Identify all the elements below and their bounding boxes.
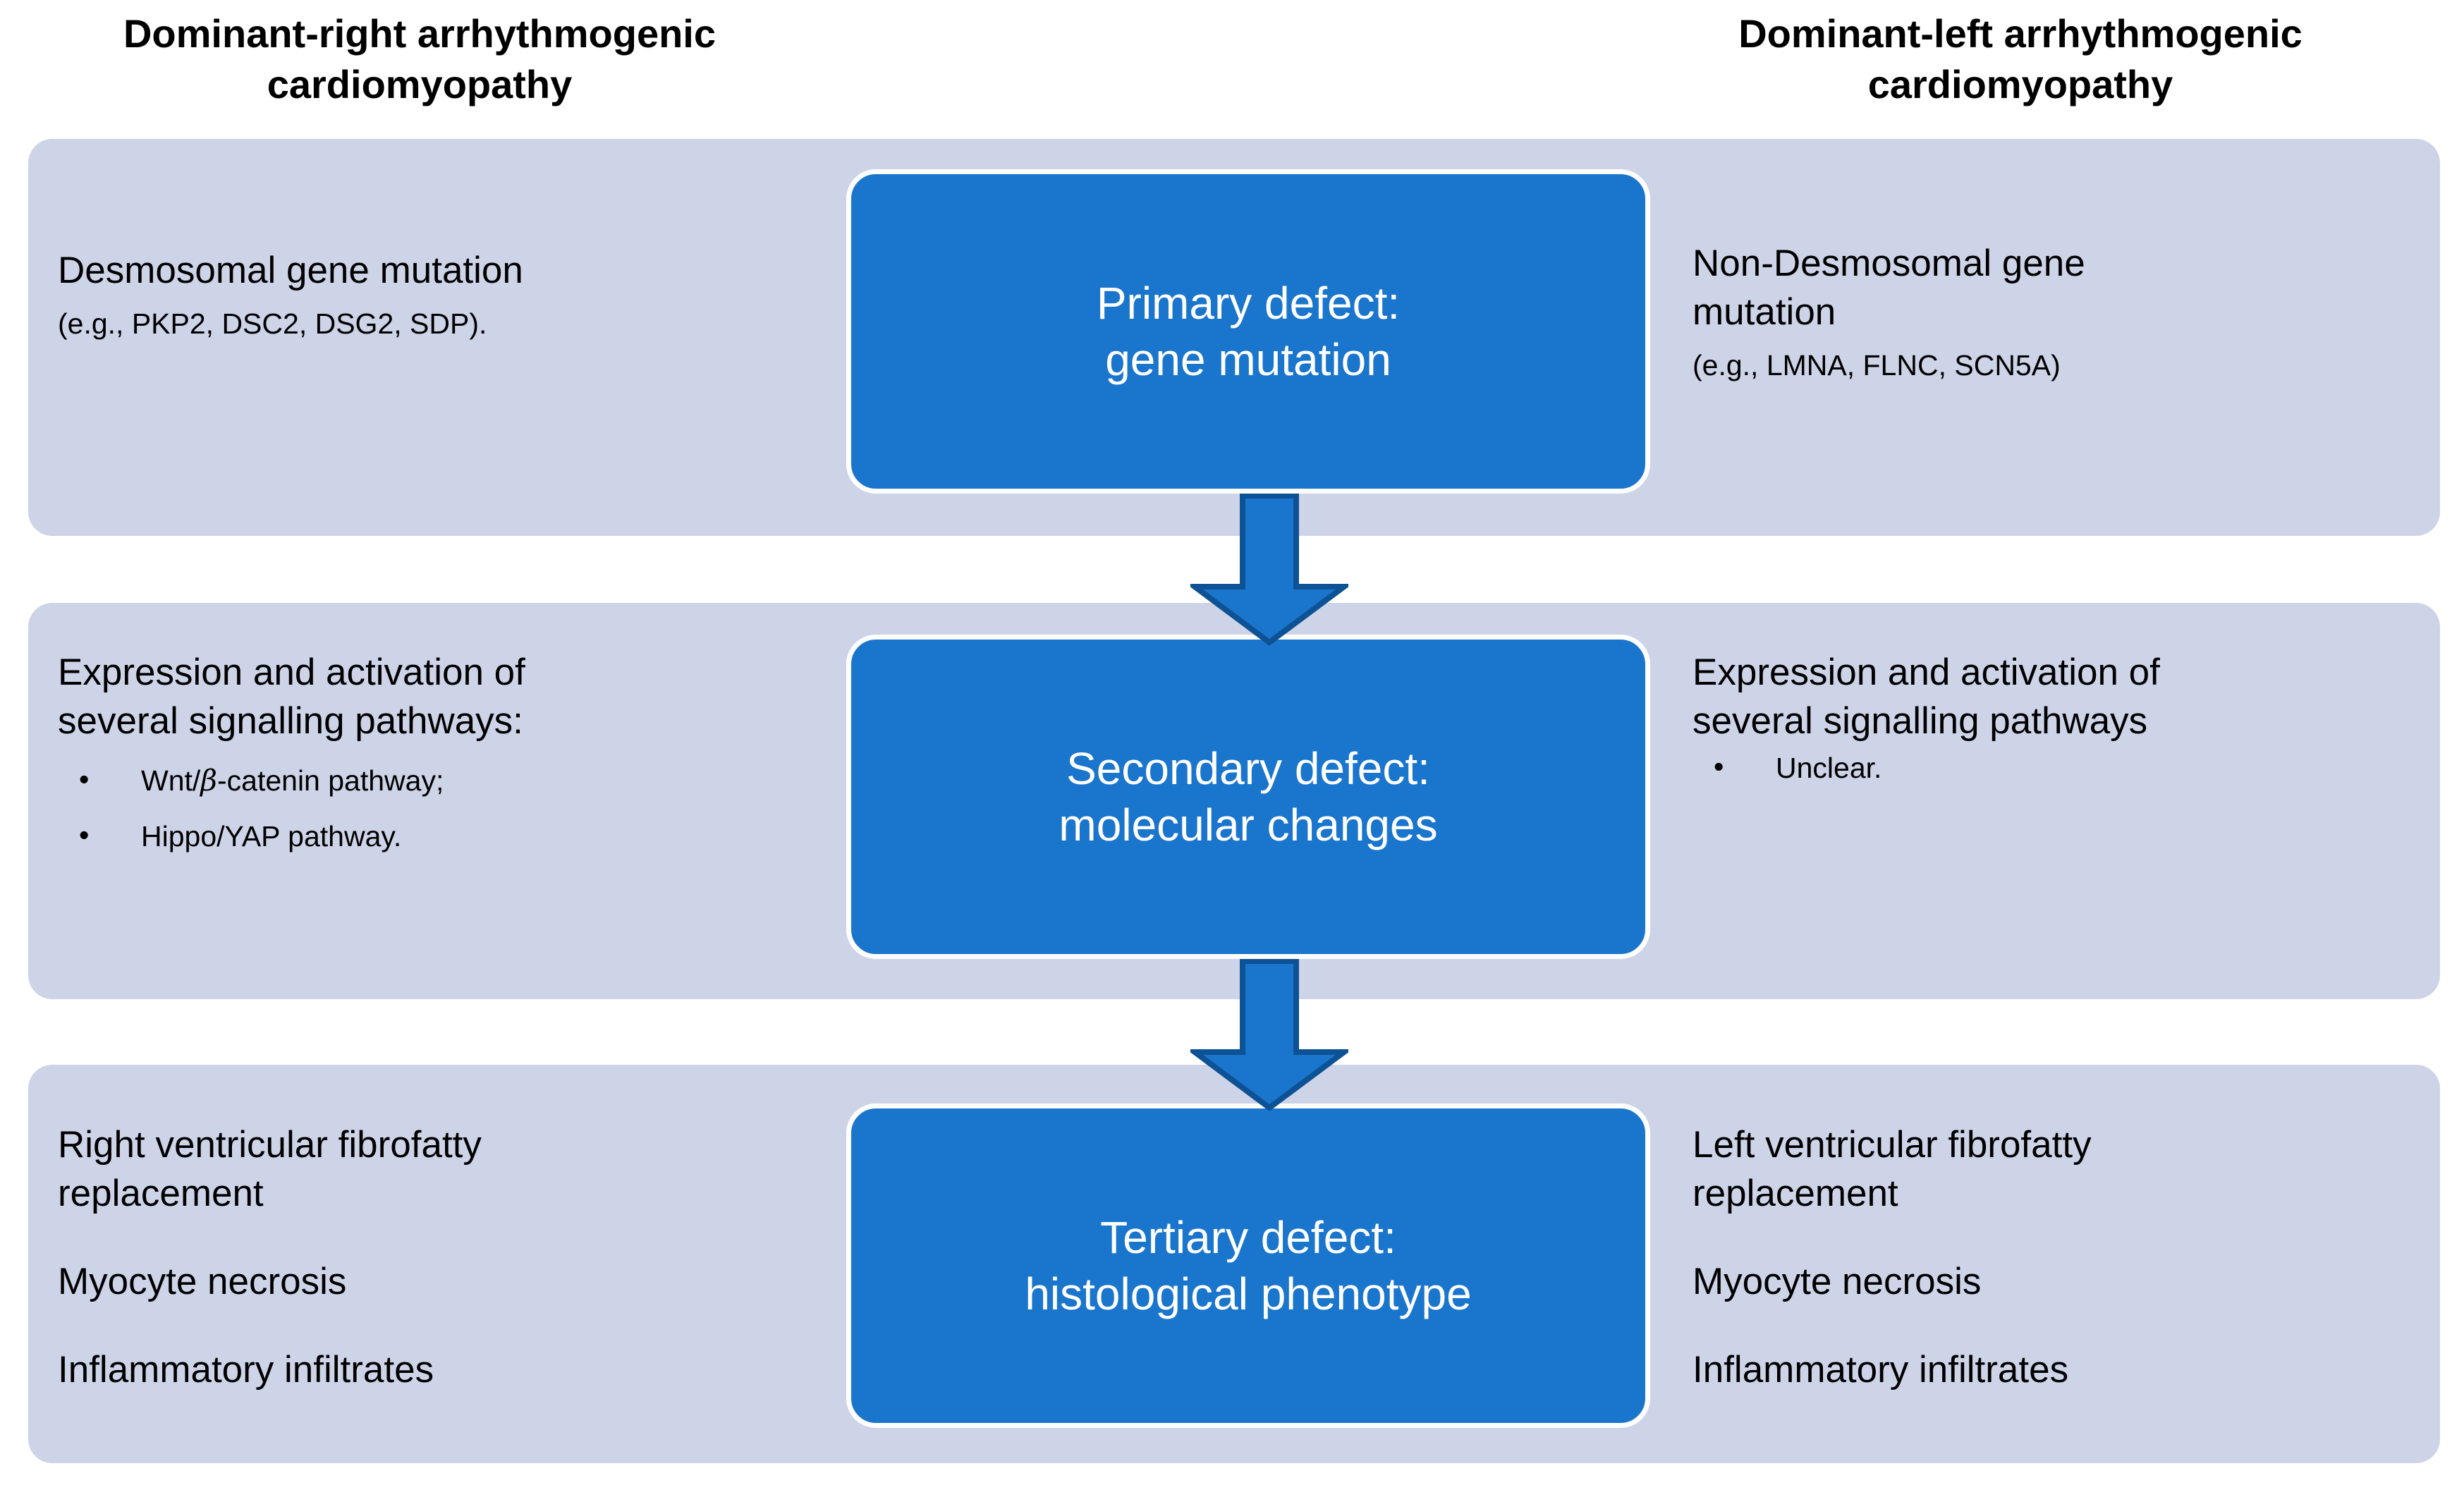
bullet-icon: • [1714, 750, 1724, 783]
right-primary-lead: Non-Desmosomal gene mutation [1693, 243, 2085, 333]
right-tertiary-line-1: Left ventricular fibrofatty replacement [1693, 1124, 2092, 1214]
row-tertiary-left-text: Right ventricular fibrofatty replacement… [58, 1121, 819, 1395]
right-tertiary-line-3: Inflammatory infiltrates [1693, 1348, 2069, 1391]
right-tertiary-line-2: Myocyte necrosis [1693, 1260, 1982, 1302]
center-box-primary-defect: Primary defect: gene mutation [846, 169, 1650, 494]
bullet-icon: • [79, 818, 90, 851]
list-item: • Wnt/β-catenin pathway; [58, 762, 819, 800]
row-primary-left-text: Desmosomal gene mutation (e.g., PKP2, DS… [58, 247, 819, 343]
left-tertiary-line-1: Right ventricular fibrofatty replacement [58, 1124, 482, 1214]
left-primary-lead: Desmosomal gene mutation [58, 250, 523, 291]
row-tertiary-right-text: Left ventricular fibrofatty replacement … [1693, 1121, 2440, 1395]
list-item: • Unclear. [1693, 749, 2440, 788]
row-secondary-left-text: Expression and activation of several sig… [58, 649, 819, 873]
center-box-secondary-defect: Secondary defect: molecular changes [846, 635, 1650, 959]
right-secondary-bullet-list: • Unclear. [1693, 749, 2440, 788]
left-secondary-lead: Expression and activation of several sig… [58, 652, 525, 742]
left-primary-examples: (e.g., PKP2, DSC2, DSG2, SDP). [58, 307, 487, 340]
column-heading-left: Dominant-right arrhythmogenic cardiomyop… [123, 11, 716, 106]
left-tertiary-line-3: Inflammatory infiltrates [58, 1348, 434, 1391]
row-secondary-right-text: Expression and activation of several sig… [1693, 649, 2440, 805]
left-tertiary-line-2: Myocyte necrosis [58, 1260, 347, 1302]
bullet-icon: • [79, 762, 90, 795]
column-heading-right: Dominant-left arrhythmogenic cardiomyopa… [1738, 11, 2303, 106]
arrow-down-icon-primary-to-secondary [1190, 494, 1348, 645]
list-item: • Hippo/YAP pathway. [58, 817, 819, 856]
list-item-label: Wnt/β-catenin pathway; [141, 763, 444, 798]
list-item-label: Hippo/YAP pathway. [141, 819, 402, 853]
left-secondary-bullet-list: • Wnt/β-catenin pathway; • Hippo/YAP pat… [58, 762, 819, 856]
row-primary-right-text: Non-Desmosomal gene mutation (e.g., LMNA… [1693, 240, 2440, 384]
right-secondary-lead: Expression and activation of several sig… [1693, 652, 2160, 742]
arrow-down-icon-secondary-to-tertiary [1190, 959, 1348, 1111]
list-item-label: Unclear. [1776, 751, 1882, 784]
right-primary-examples: (e.g., LMNA, FLNC, SCN5A) [1693, 348, 2061, 381]
center-box-tertiary-defect: Tertiary defect: histological phenotype [846, 1104, 1650, 1428]
